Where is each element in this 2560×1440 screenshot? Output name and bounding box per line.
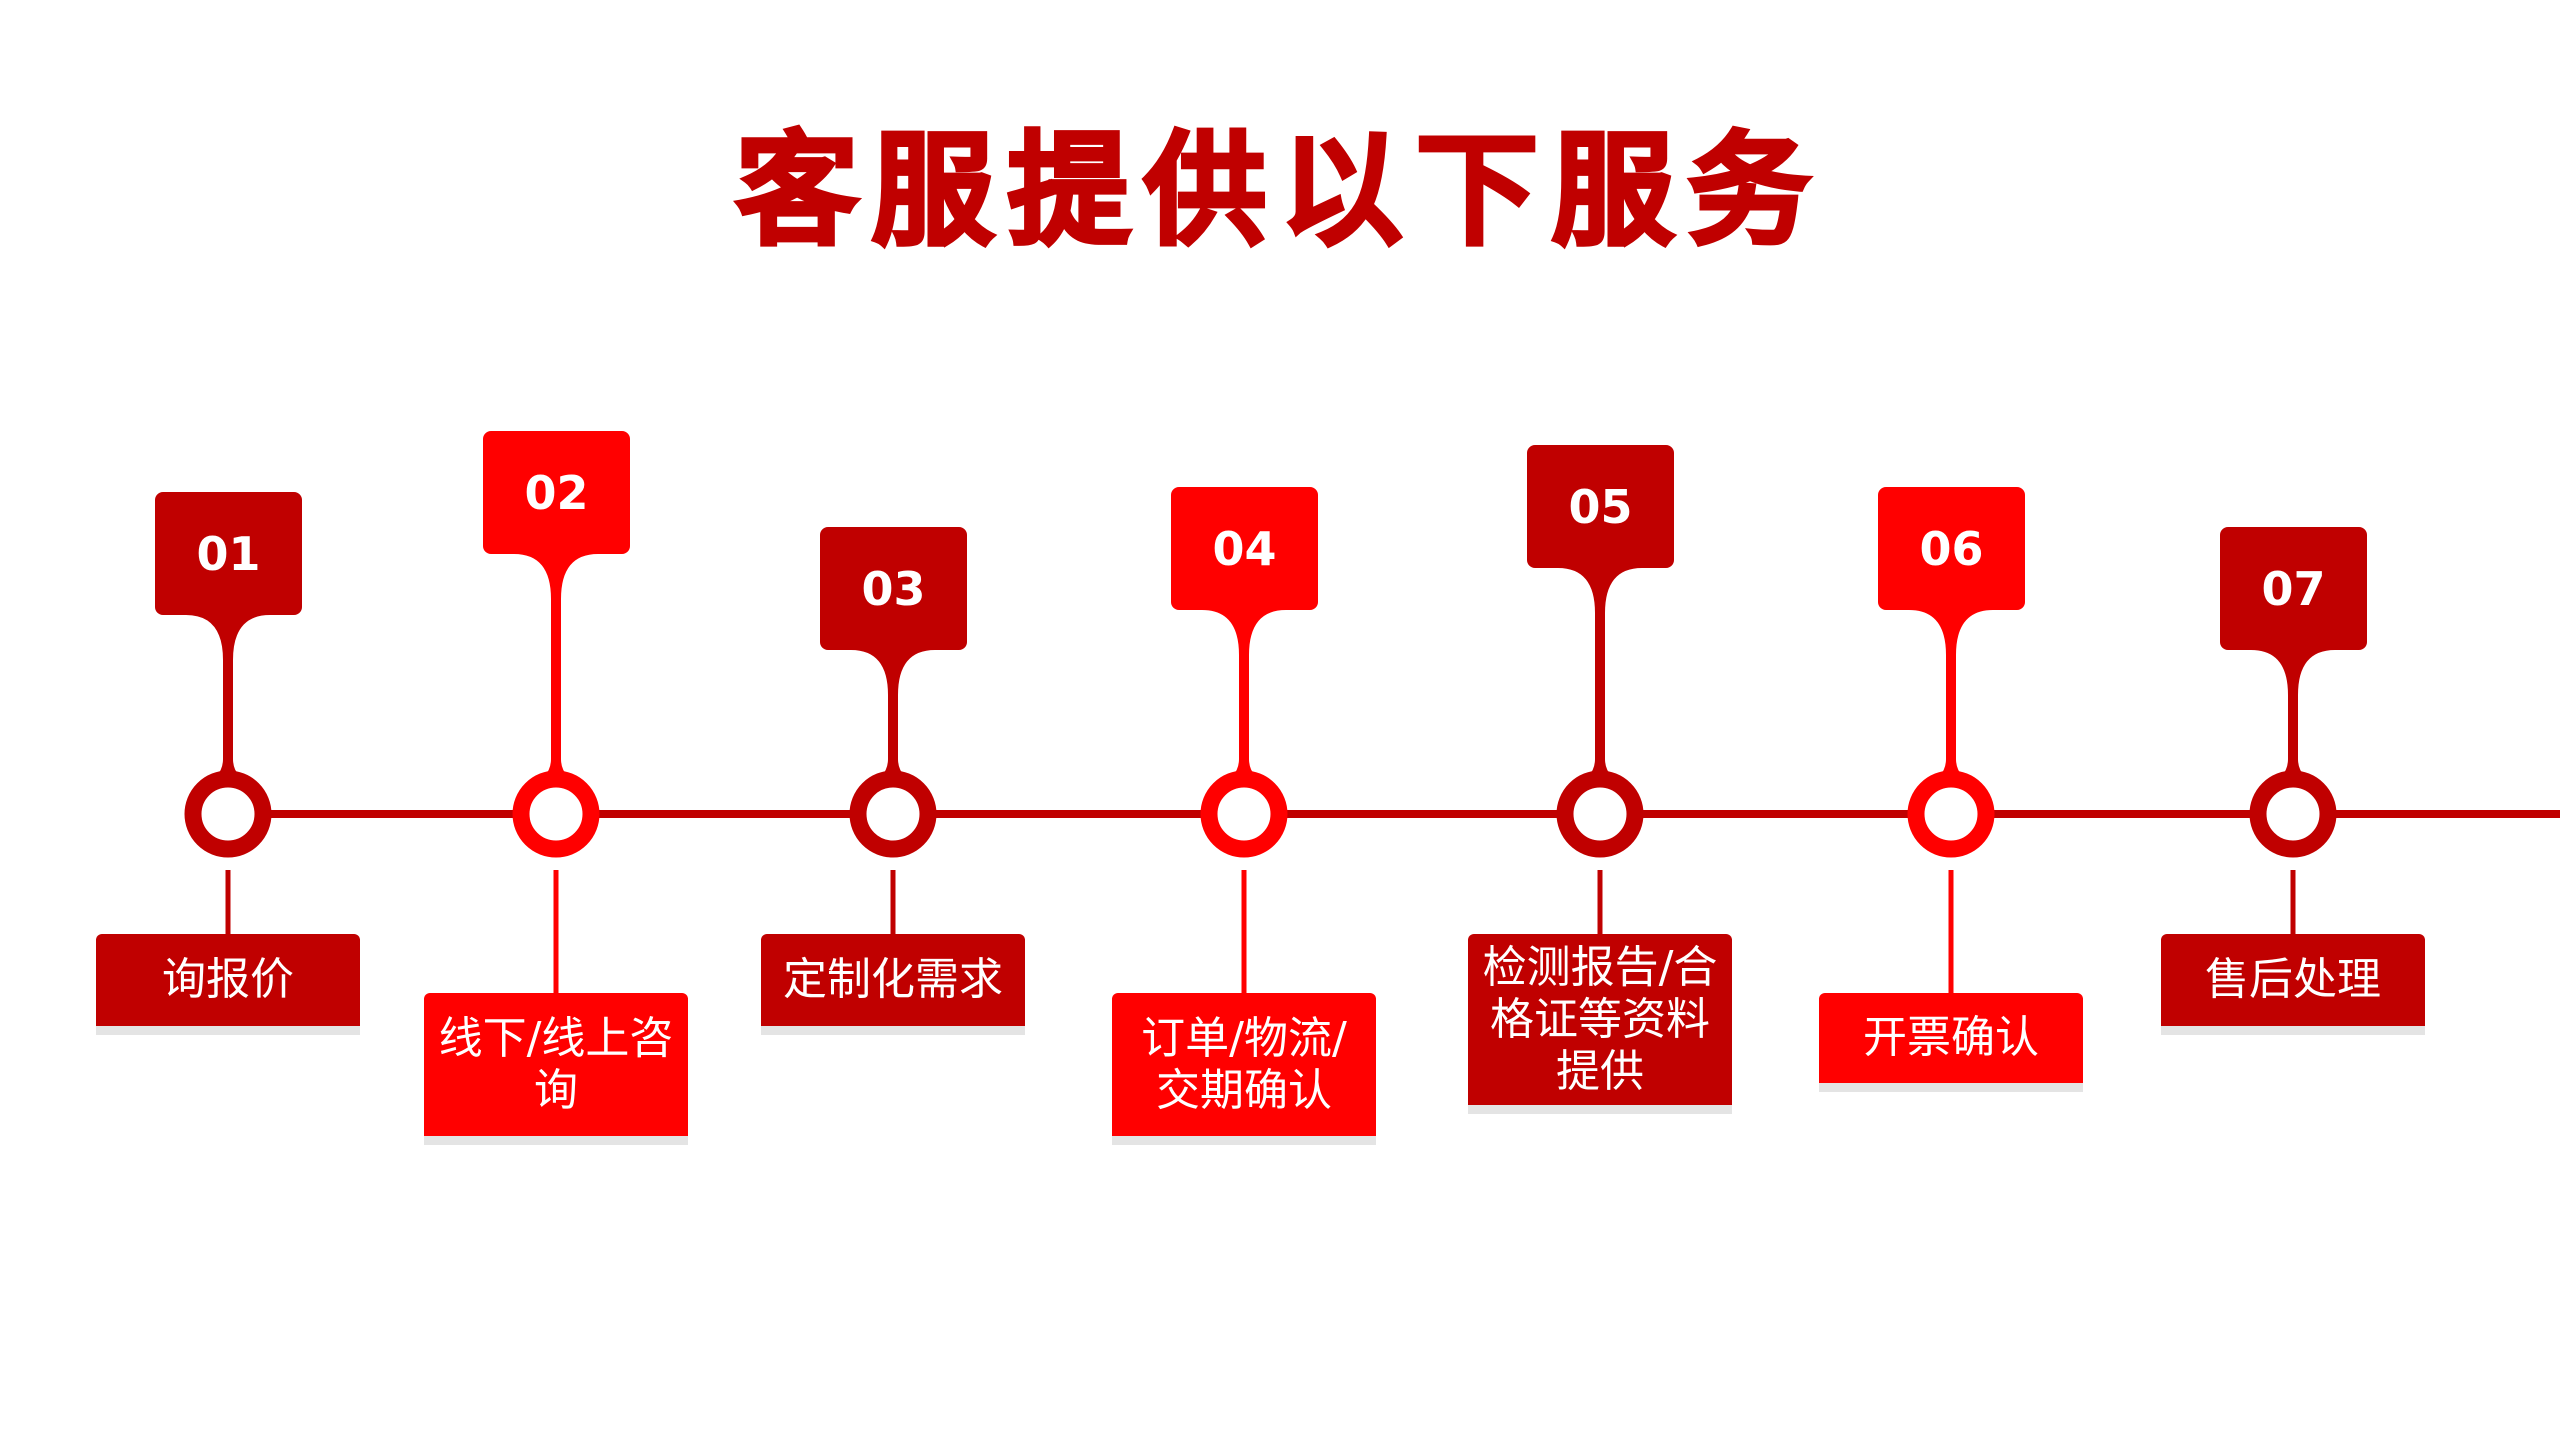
step-label: 定制化需求 [783, 954, 1003, 1005]
step-label-box: 询报价 [96, 934, 360, 1026]
pin-stem [1202, 610, 1286, 786]
label-connector [1597, 870, 1603, 934]
pin-stem [186, 615, 270, 786]
step-label: 订单/物流/交期确认 [1141, 1012, 1347, 1116]
step-label-box: 检测报告/合格证等资料提供 [1468, 934, 1732, 1105]
timeline-node-ring [512, 770, 600, 858]
label-connector [890, 870, 896, 934]
step-label-box: 售后处理 [2161, 934, 2425, 1026]
label-connector [225, 870, 231, 934]
pin-stem [1558, 568, 1642, 786]
step-number-badge: 02 [483, 431, 630, 554]
timeline-node-ring [1200, 770, 1288, 858]
step-number-badge: 06 [1878, 487, 2025, 610]
step-pin-05 [1556, 568, 1644, 934]
pin-stem [2251, 650, 2335, 786]
step-pin-07 [2249, 650, 2337, 934]
step-pin-03 [849, 650, 937, 934]
step-label: 售后处理 [2205, 954, 2381, 1005]
step-pin-02 [512, 554, 600, 993]
step-number-badge: 05 [1527, 445, 1674, 568]
label-connector [2290, 870, 2296, 934]
step-number-badge: 03 [820, 527, 967, 650]
step-label-box: 定制化需求 [761, 934, 1025, 1026]
pin-stem [1909, 610, 1993, 786]
step-label: 线下/线上咨询 [438, 1012, 674, 1116]
step-pin-01 [184, 615, 272, 934]
step-number-badge: 01 [155, 492, 302, 615]
step-number-badge: 07 [2220, 527, 2367, 650]
timeline-node-ring [184, 770, 272, 858]
timeline-node-ring [1556, 770, 1644, 858]
step-label-box: 订单/物流/交期确认 [1112, 993, 1376, 1136]
step-label-box: 开票确认 [1819, 993, 2083, 1083]
step-pin-04 [1200, 610, 1288, 993]
timeline-node-ring [849, 770, 937, 858]
pin-stem [851, 650, 935, 786]
label-connector [1241, 870, 1247, 993]
step-label-box: 线下/线上咨询 [424, 993, 688, 1136]
pin-stem [514, 554, 598, 786]
timeline-node-ring [1907, 770, 1995, 858]
step-label: 询报价 [162, 954, 294, 1005]
timeline-axis [228, 810, 2560, 818]
step-number-badge: 04 [1171, 487, 1318, 610]
label-connector [1948, 870, 1954, 993]
label-connector [553, 870, 559, 993]
step-label: 开票确认 [1863, 1012, 2039, 1063]
timeline-node-ring [2249, 770, 2337, 858]
step-label: 检测报告/合格证等资料提供 [1482, 941, 1718, 1097]
step-pin-06 [1907, 610, 1995, 993]
page-title: 客服提供以下服务 [734, 118, 1824, 264]
